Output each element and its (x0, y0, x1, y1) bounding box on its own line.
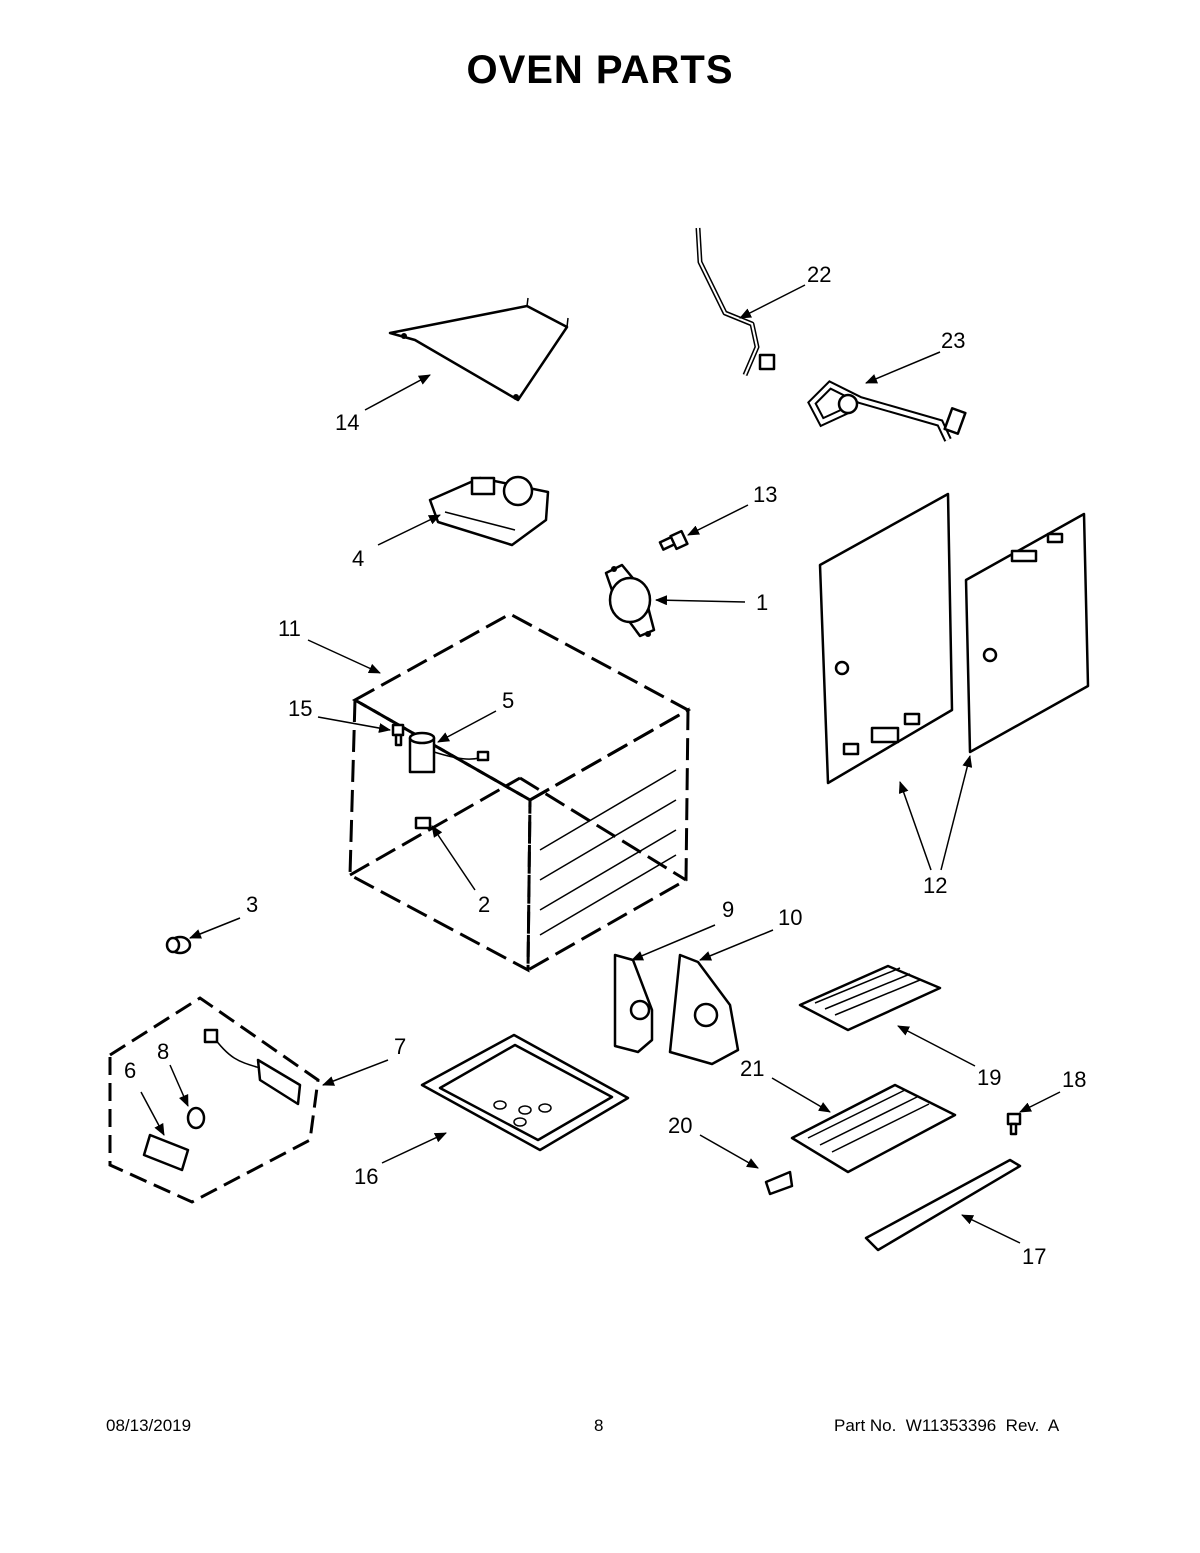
callout-13: 13 (753, 482, 777, 507)
page-title: OVEN PARTS (466, 48, 734, 92)
part-5-igniter (408, 731, 490, 774)
callout-17: 17 (1022, 1244, 1046, 1269)
part-15-screw (391, 723, 405, 747)
callout-5: 5 (502, 688, 514, 713)
callout-23: 23 (941, 328, 965, 353)
part-4-latch-assembly (428, 475, 550, 547)
part-3-leveler (165, 935, 192, 955)
callout-14: 14 (335, 410, 359, 435)
part-1-thermostat (604, 563, 656, 638)
callout-20: 20 (668, 1113, 692, 1138)
part-23-burner-tube (807, 380, 967, 442)
part-10-hinge (668, 953, 740, 1066)
callout-19: 19 (977, 1065, 1001, 1090)
callout-8: 8 (157, 1039, 169, 1064)
part-21-bake-element (790, 1083, 957, 1174)
part-11-oven-cavity (348, 612, 692, 973)
part-14-shield-plate (388, 297, 569, 402)
callout-22: 22 (807, 262, 831, 287)
callout-18: 18 (1062, 1067, 1086, 1092)
callout-21: 21 (740, 1056, 764, 1081)
leader-lines (140, 284, 1061, 1244)
callout-11: 11 (278, 616, 301, 641)
callout-3: 3 (246, 892, 258, 917)
callout-labels: 1 2 3 4 5 6 7 8 9 10 11 12 13 14 15 16 1… (124, 262, 1086, 1269)
callout-12: 12 (923, 873, 947, 898)
part-2-bracket (414, 816, 432, 830)
callout-6: 6 (124, 1058, 136, 1083)
callout-15: 15 (288, 696, 312, 721)
footer-date: 08/13/2019 (106, 1416, 192, 1435)
part-13-screw (658, 529, 689, 551)
footer-part-number: Part No. W11353396 Rev. A (834, 1416, 1060, 1435)
part-9-hinge (613, 953, 654, 1054)
part-7-light-kit (108, 996, 320, 1204)
part-20-clip (764, 1170, 794, 1196)
part-19-broil-element (798, 964, 942, 1032)
callout-7: 7 (394, 1034, 406, 1059)
part-16-broiler-pan (420, 1033, 630, 1152)
callout-16: 16 (354, 1164, 378, 1189)
footer-page-number: 8 (594, 1416, 604, 1435)
callout-10: 10 (778, 905, 802, 930)
callout-1: 1 (756, 590, 768, 615)
part-12-side-panels (818, 492, 1090, 785)
part-17-rail (864, 1158, 1022, 1252)
callout-2: 2 (478, 892, 490, 917)
part-18-screw (1006, 1112, 1022, 1136)
part-22-gas-tube (695, 227, 776, 376)
callout-4: 4 (352, 546, 364, 571)
callout-9: 9 (722, 897, 734, 922)
